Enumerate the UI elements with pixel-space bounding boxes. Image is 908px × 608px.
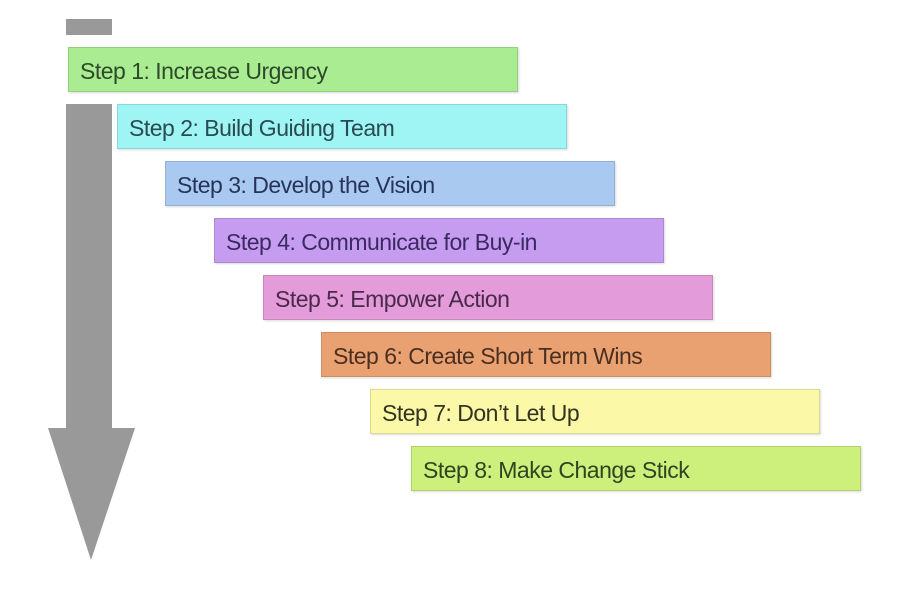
step-3-label: Step 3: Develop the Vision [177,172,435,198]
step-5-label: Step 5: Empower Action [275,286,510,312]
step-1-box: Step 1: Increase Urgency [68,47,518,92]
step-3-box: Step 3: Develop the Vision [165,161,615,206]
step-6-label: Step 6: Create Short Term Wins [333,343,643,369]
step-8-box: Step 8: Make Change Stick [411,446,861,491]
step-6-box: Step 6: Create Short Term Wins [321,332,771,377]
step-7-label: Step 7: Don’t Let Up [382,400,580,426]
arrow-top-bar [66,19,112,35]
step-4-box: Step 4: Communicate for Buy-in [214,218,664,263]
step-2-label: Step 2: Build Guiding Team [129,115,395,141]
step-8-label: Step 8: Make Change Stick [423,457,690,483]
step-4-label: Step 4: Communicate for Buy-in [226,229,537,255]
step-7-box: Step 7: Don’t Let Up [370,389,820,434]
step-5-box: Step 5: Empower Action [263,275,713,320]
step-2-box: Step 2: Build Guiding Team [117,104,567,149]
step-1-label: Step 1: Increase Urgency [80,58,328,84]
